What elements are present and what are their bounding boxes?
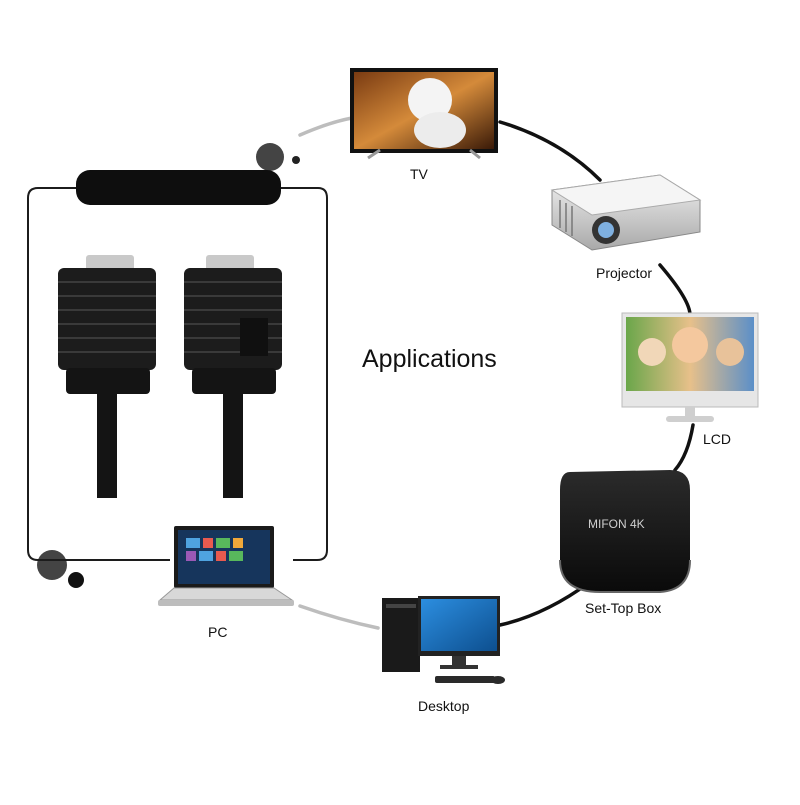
tv-label: TV	[410, 166, 428, 182]
pc-label: PC	[208, 624, 228, 640]
dot-decor	[37, 550, 67, 580]
set-top-box-label: Set-Top Box	[585, 600, 662, 616]
dot-decor	[256, 143, 284, 171]
tv-icon	[350, 68, 498, 160]
vga-connector-left	[58, 255, 156, 498]
set-top-box-icon: MIFON 4K	[559, 470, 691, 593]
laptop-icon	[158, 526, 294, 606]
projector-label: Projector	[596, 265, 653, 281]
lcd-label: LCD	[703, 431, 732, 447]
projector-icon	[550, 174, 702, 251]
set-top-box-brand: MIFON 4K	[588, 517, 645, 531]
lcd-icon	[621, 312, 759, 422]
vga-connector-right	[184, 255, 282, 498]
cable-frame	[27, 170, 328, 561]
desktop-icon	[382, 596, 505, 684]
page-title: Applications	[362, 345, 497, 373]
desktop-label: Desktop	[418, 698, 470, 714]
